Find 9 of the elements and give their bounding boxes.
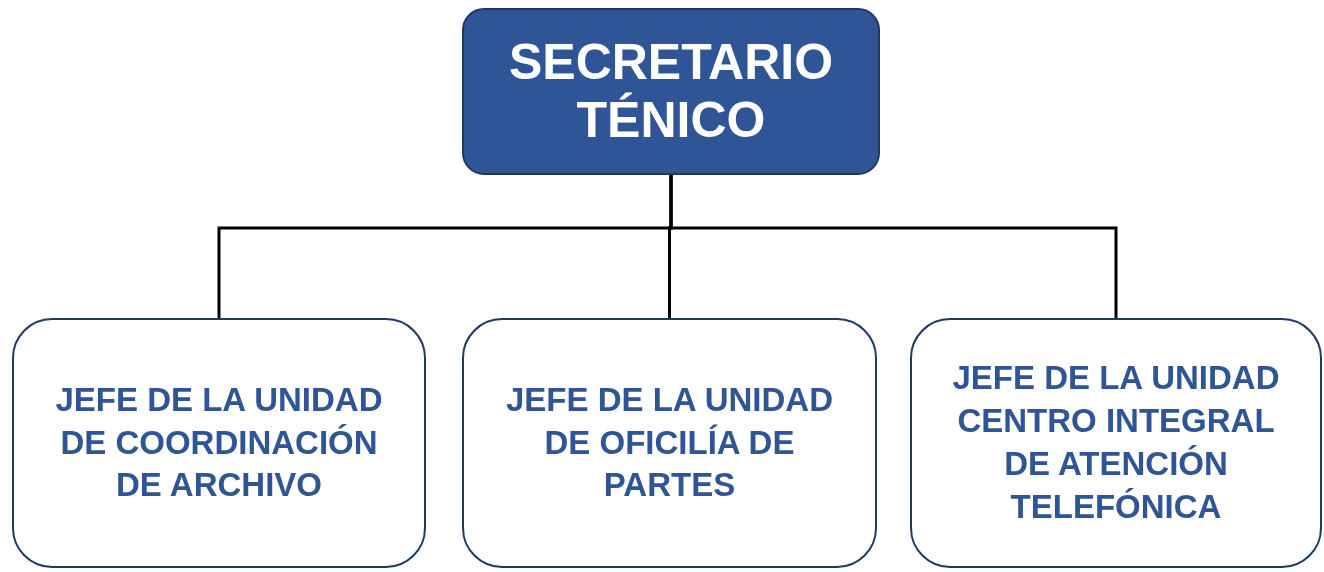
unit-title: JEFE DE LA UNIDAD CENTRO INTEGRAL DE ATENCIÓN TELEFÓNICA: [951, 358, 1281, 527]
unit-box: [12, 318, 426, 568]
title-text: SECRETARIO TÉNICO: [507, 34, 835, 149]
head-box: [462, 8, 880, 175]
unit-box: [462, 318, 877, 568]
unit-title: JEFE DE LA UNIDAD DE COORDINACIÓN DE ARCHIVO: [54, 379, 384, 506]
unit-box: [910, 318, 1322, 568]
connector-line: [669, 175, 1118, 318]
unit-title: JEFE DE LA UNIDAD DE OFICILÍA DE PARTES: [505, 379, 834, 506]
